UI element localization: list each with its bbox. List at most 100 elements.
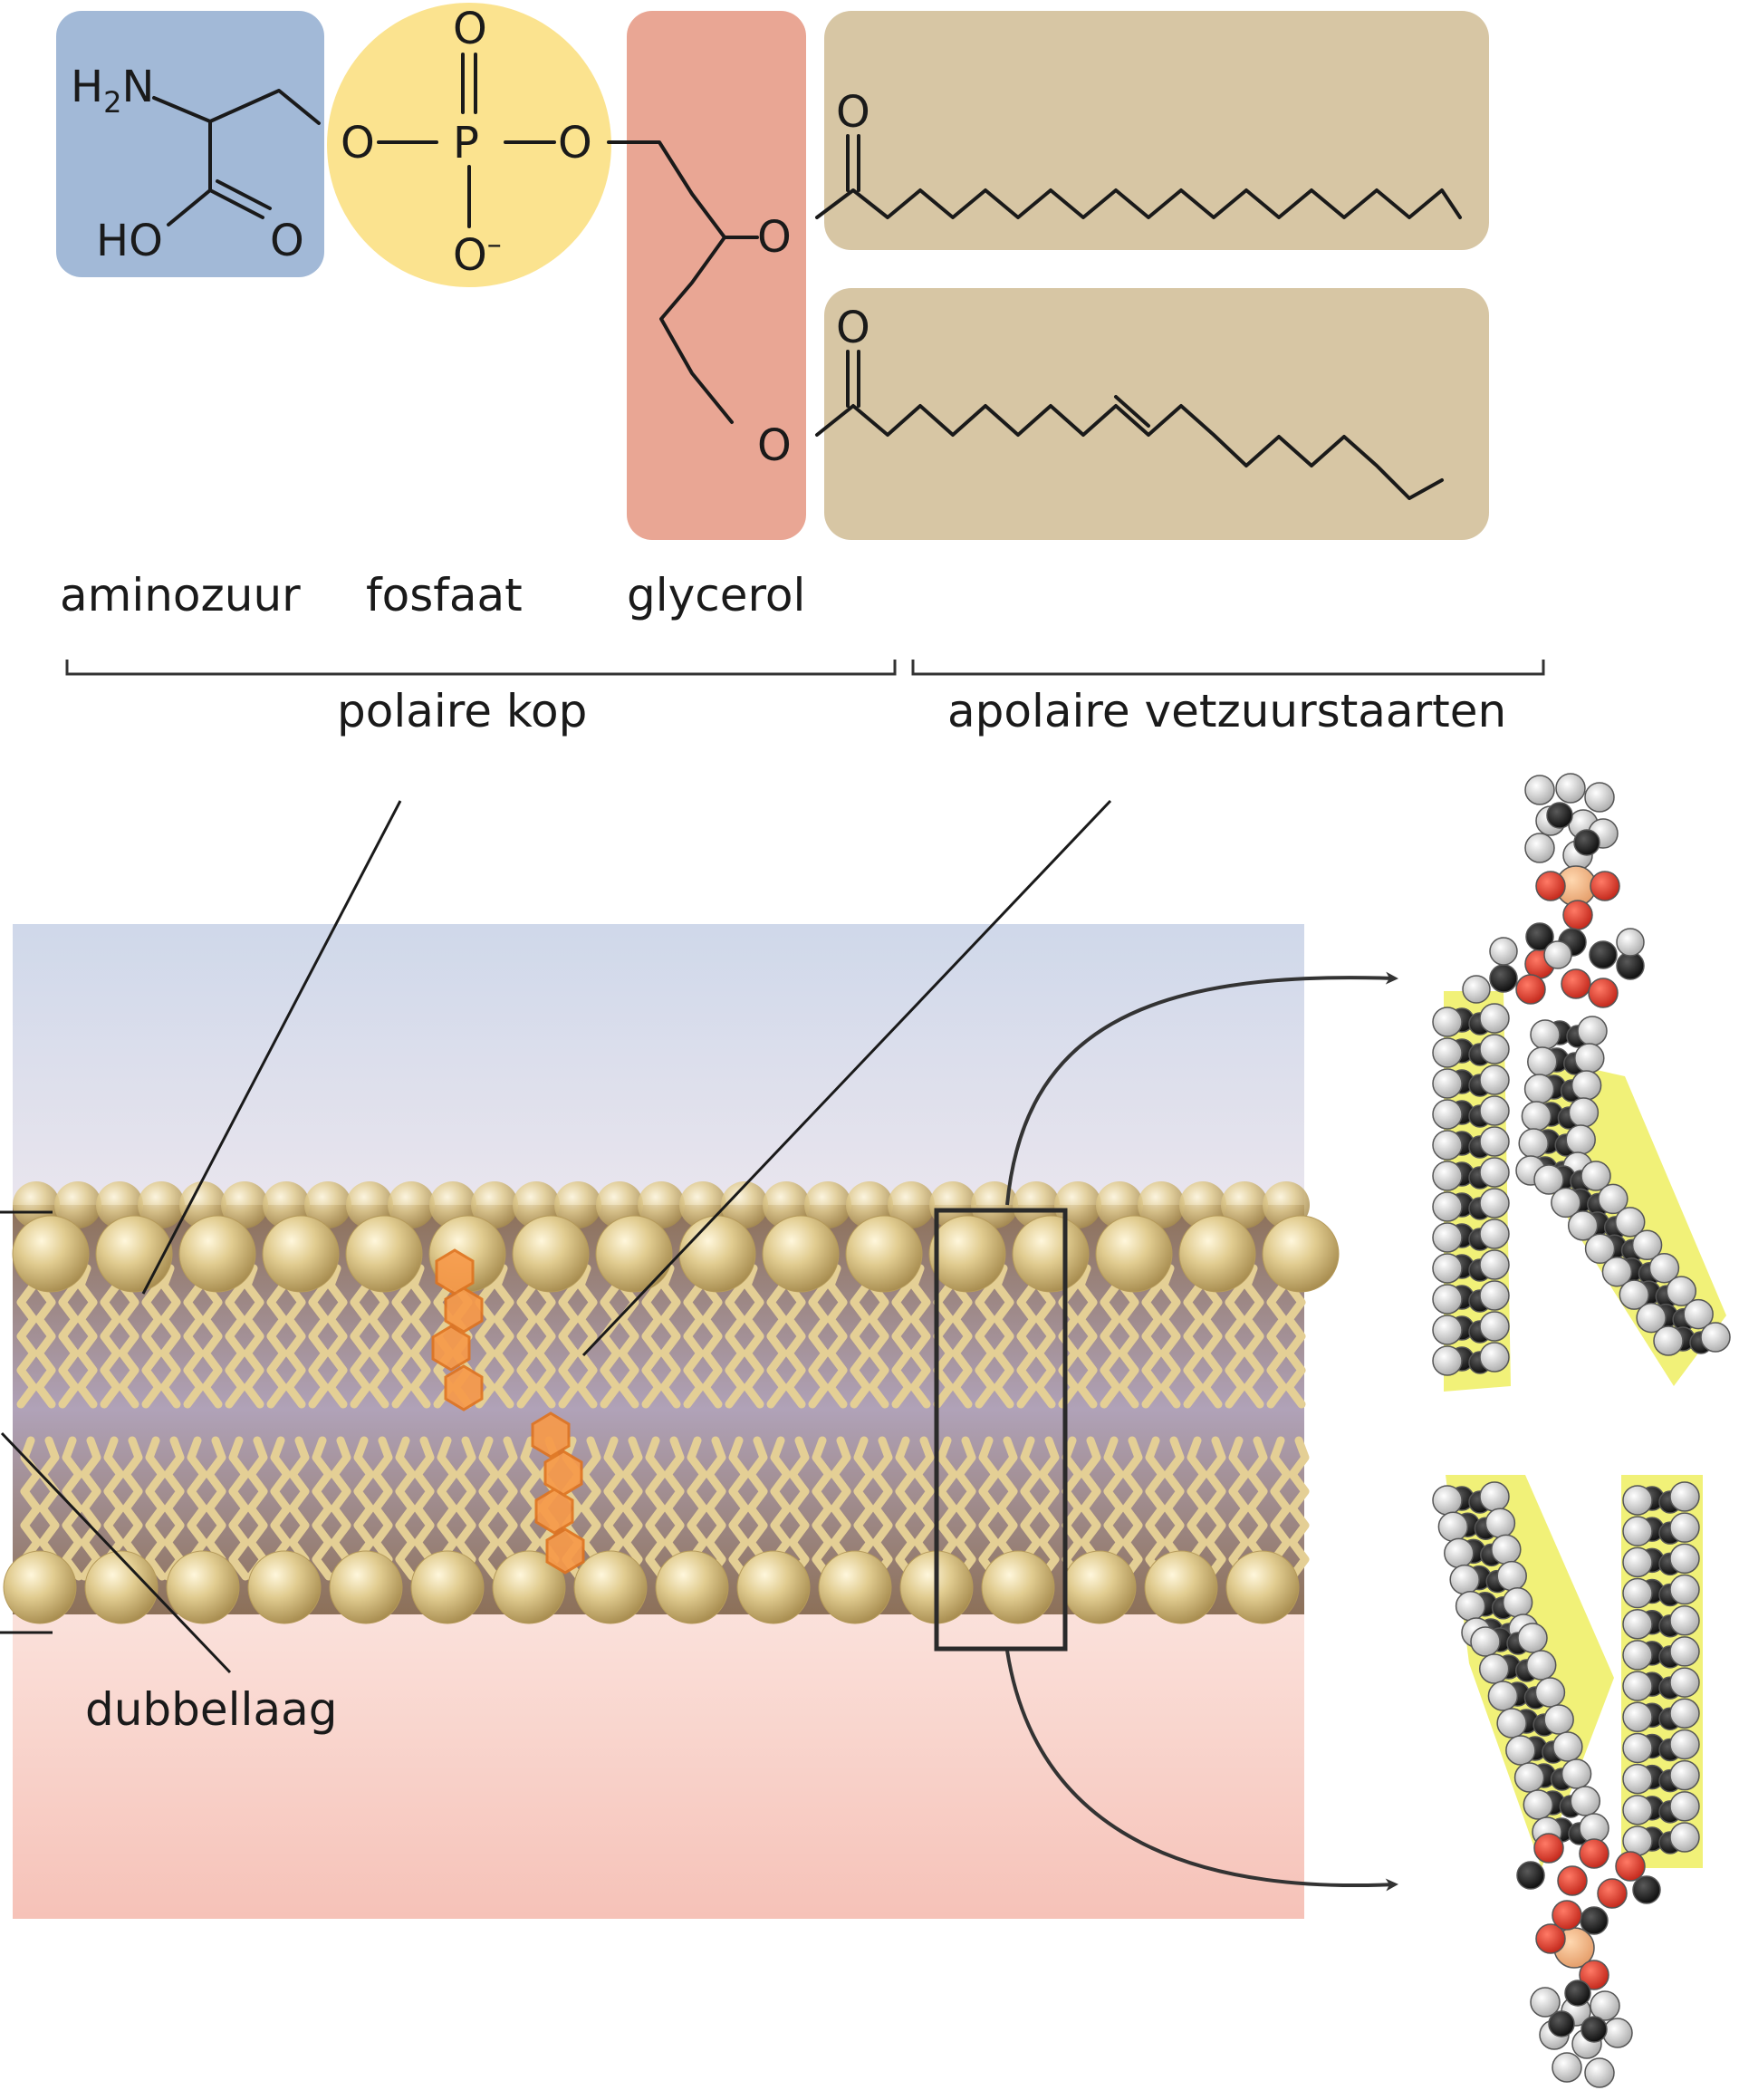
atom — [1653, 1325, 1684, 1356]
atom — [1700, 1322, 1731, 1353]
lipid-tail — [909, 1264, 931, 1409]
atom — [1669, 1604, 1700, 1636]
atom — [1546, 802, 1573, 829]
atom — [1584, 1233, 1616, 1265]
atom — [1580, 2016, 1608, 2043]
atom — [1479, 1280, 1510, 1311]
lipid-tail — [576, 1264, 598, 1409]
lipid-tail — [1016, 1264, 1038, 1409]
phosphate-bonds — [377, 53, 556, 228]
lipid-tail — [266, 1264, 288, 1409]
polar-head-label: polaire kop — [337, 685, 588, 737]
atom — [1515, 974, 1546, 1005]
atom — [1669, 1574, 1700, 1605]
lipid-tail — [395, 1436, 417, 1581]
lipid-tail — [728, 1436, 750, 1581]
atom — [1622, 1732, 1653, 1764]
atom — [1527, 1046, 1558, 1077]
lipid-tail — [975, 1264, 996, 1409]
atom — [1524, 775, 1555, 805]
atom — [1580, 1161, 1611, 1191]
lipid-head-back — [471, 1181, 518, 1228]
atom — [1622, 1671, 1653, 1701]
atom — [1669, 1791, 1700, 1822]
lipid-tail — [663, 1436, 685, 1581]
lipid-tail — [455, 1436, 476, 1581]
atom — [1590, 1990, 1620, 2021]
atom — [1614, 1207, 1646, 1238]
lipid-tail — [475, 1264, 496, 1409]
lipid-tail — [391, 1264, 413, 1409]
lipid-head — [818, 1550, 892, 1624]
atom — [1523, 1789, 1554, 1820]
glycerol-box — [627, 11, 806, 540]
atom — [1574, 1043, 1605, 1074]
atom — [1622, 1485, 1653, 1516]
atom — [1669, 1759, 1700, 1791]
atom — [1622, 1825, 1653, 1856]
lipid-tail — [645, 1436, 667, 1581]
lipid-tail — [326, 1264, 348, 1409]
lipid-tail — [100, 1264, 121, 1409]
atom — [1669, 1481, 1700, 1512]
atom — [1479, 1003, 1510, 1034]
amino-acid-label: aminozuur — [60, 569, 301, 621]
atom — [1622, 1763, 1653, 1795]
lipid-tail — [1076, 1264, 1098, 1409]
atom — [1571, 1070, 1602, 1101]
lipid-tail — [766, 1264, 788, 1409]
lipid-head — [345, 1215, 423, 1293]
atom — [1432, 1284, 1463, 1315]
bilayer-label: dubbellaag — [85, 1683, 338, 1736]
lipid-tail — [1266, 1264, 1288, 1409]
space-filling-model-upper — [1432, 773, 1731, 1392]
lipid-tail — [1058, 1264, 1080, 1409]
atom — [1518, 1128, 1549, 1159]
lipid-tail — [641, 1264, 663, 1409]
atom — [1589, 940, 1618, 969]
atom — [1568, 1097, 1600, 1128]
phosphate-o-top-label: O — [453, 4, 487, 54]
arrow-to-lower-model — [1005, 1650, 1398, 1892]
atom — [1489, 964, 1518, 993]
atom — [1489, 937, 1518, 966]
lipid-head-back — [554, 1181, 601, 1228]
atom — [1561, 968, 1591, 999]
atom — [1622, 1516, 1653, 1546]
atom — [1622, 1640, 1653, 1671]
atom — [1479, 1311, 1510, 1342]
lipid-tail — [683, 1264, 705, 1409]
atom — [1432, 1253, 1463, 1284]
atom — [1479, 1219, 1510, 1249]
atom — [1555, 773, 1586, 804]
atom — [1505, 1735, 1536, 1766]
atom — [1619, 1279, 1650, 1310]
lipid-tail — [993, 1264, 1014, 1409]
lipid-head — [762, 1215, 840, 1293]
lipid-head-back — [638, 1181, 685, 1228]
lipid-tail — [62, 1436, 83, 1581]
atom — [1573, 829, 1600, 856]
lipid-tail — [163, 1436, 185, 1581]
membrane-section — [0, 799, 1398, 1919]
lipid-tail — [1228, 1436, 1250, 1581]
atom — [1615, 1851, 1646, 1882]
lipid-tail — [1225, 1264, 1246, 1409]
phosphate-o-right-label: O — [558, 118, 592, 169]
lipid-head — [12, 1215, 90, 1293]
atom — [1479, 1034, 1510, 1064]
atom — [1632, 1875, 1661, 1904]
atom — [1577, 1016, 1608, 1046]
lipid-head — [655, 1550, 729, 1624]
atom — [1524, 833, 1555, 863]
atom — [1523, 1074, 1555, 1104]
fatty-acid-2-carbonyl-o-label: O — [836, 303, 870, 353]
apolar-tails-label: apolaire vetzuurstaarten — [947, 685, 1507, 737]
amino-acid-bonds — [152, 89, 321, 226]
fatty-acid-chain-unsaturated — [815, 350, 1444, 500]
lipid-head — [845, 1215, 923, 1293]
atom — [1432, 1345, 1463, 1376]
atom — [1579, 1813, 1609, 1844]
lipid-head-back — [721, 1181, 768, 1228]
lipid-tail — [600, 1264, 621, 1409]
